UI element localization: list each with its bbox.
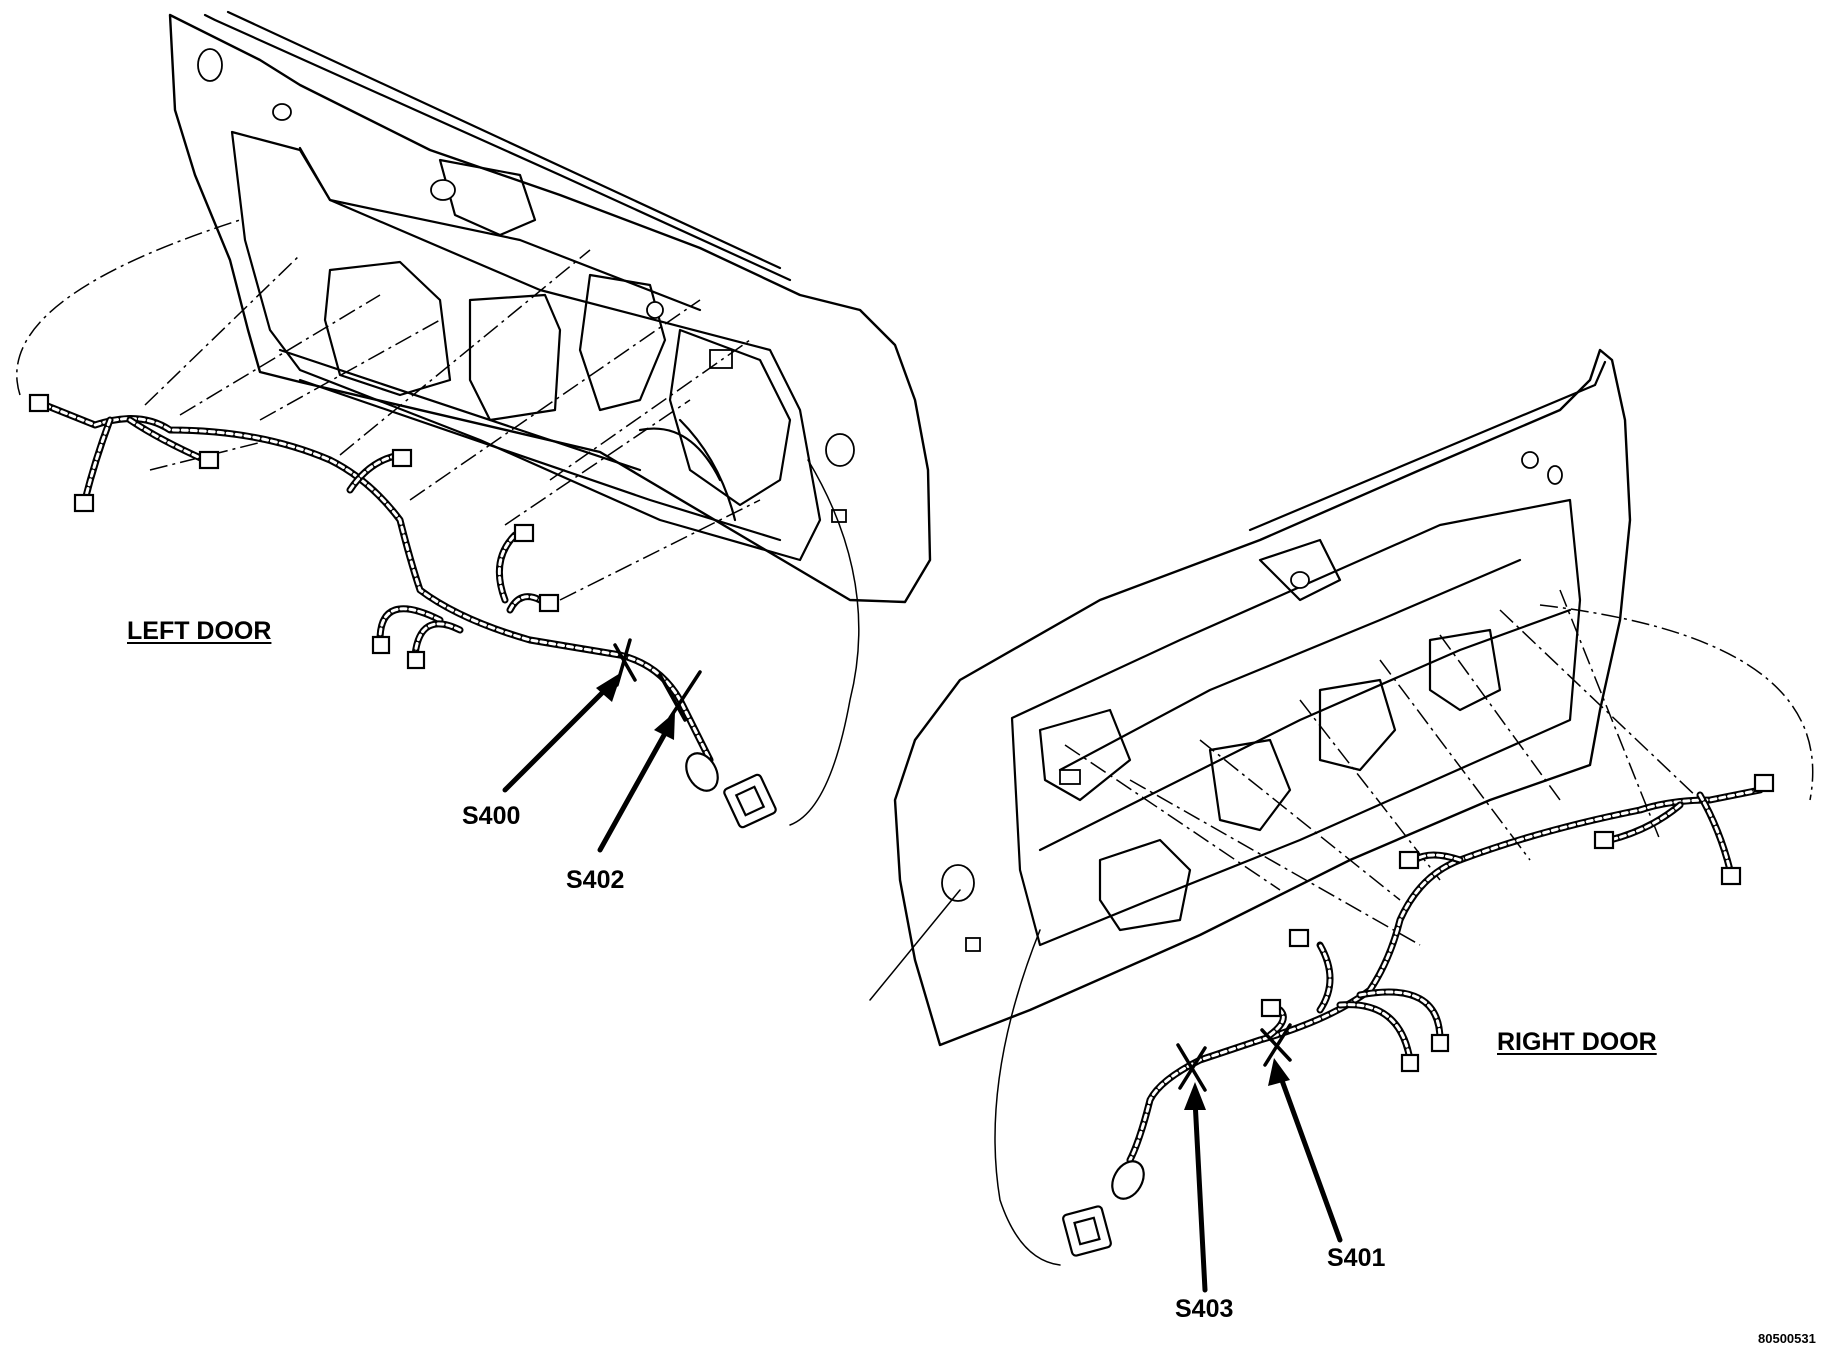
splice-s403-marker <box>1176 1043 1208 1293</box>
splice-s400-marker <box>502 638 637 793</box>
left-door-label: LEFT DOOR <box>127 617 272 645</box>
splice-s401-label: S401 <box>1327 1244 1386 1272</box>
left-door-harness <box>28 393 777 829</box>
right-door-guide-lines <box>869 589 1814 1266</box>
right-door-panel <box>893 348 1632 1047</box>
splice-s403-label: S403 <box>1175 1295 1234 1323</box>
right-door-harness <box>1062 773 1775 1257</box>
left-door-guide-lines <box>16 219 860 826</box>
left-door-panel <box>168 10 932 604</box>
splice-s402-marker <box>597 670 702 853</box>
splice-s402-label: S402 <box>566 866 625 894</box>
splice-s401-marker <box>1260 1023 1343 1243</box>
figure-id-label: 80500531 <box>1758 1331 1816 1346</box>
splice-s400-label: S400 <box>462 802 521 830</box>
right-door-label: RIGHT DOOR <box>1497 1028 1657 1056</box>
